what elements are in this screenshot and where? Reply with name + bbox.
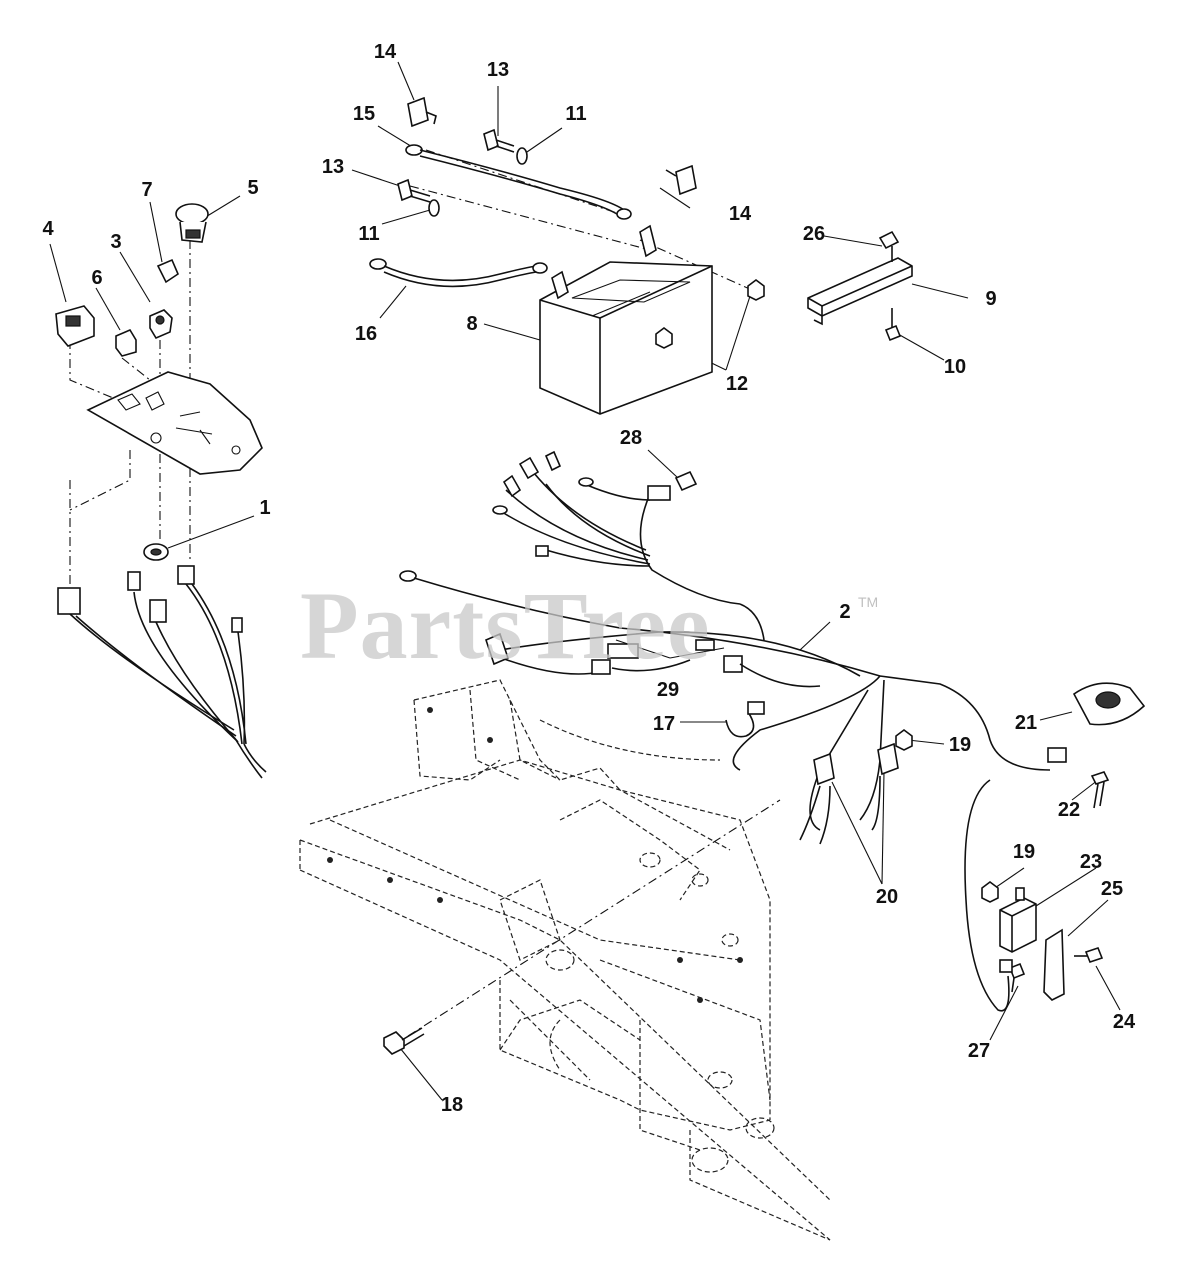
callout-8: 8 xyxy=(466,313,478,335)
callout-4: 4 xyxy=(42,218,54,240)
callout-1: 1 xyxy=(259,497,271,519)
callout-26: 26 xyxy=(802,223,826,245)
bracket-assembly xyxy=(807,230,913,342)
watermark-trademark: TM xyxy=(858,594,879,610)
callout-3: 3 xyxy=(110,231,122,253)
callout-19-a: 19 xyxy=(948,734,972,756)
callout-24: 24 xyxy=(1112,1011,1136,1033)
battery-assembly xyxy=(369,96,765,415)
callout-16: 16 xyxy=(354,323,378,345)
callout-10: 10 xyxy=(943,356,967,378)
callout-28: 28 xyxy=(619,427,643,449)
callout-13-a: 13 xyxy=(486,59,510,81)
callout-27: 27 xyxy=(967,1040,991,1062)
callout-11-a: 11 xyxy=(565,103,587,125)
callout-25: 25 xyxy=(1100,878,1124,900)
tractor-frame xyxy=(299,679,831,1241)
callout-23: 23 xyxy=(1079,851,1103,873)
callout-7: 7 xyxy=(141,179,153,201)
callout-12: 12 xyxy=(725,373,749,395)
callout-19-b: 19 xyxy=(1012,841,1036,863)
callout-14-b: 14 xyxy=(728,203,752,225)
watermark: PartsTree xyxy=(300,572,711,679)
callout-21: 21 xyxy=(1014,712,1038,734)
callout-11-b: 11 xyxy=(358,223,380,245)
callout-5: 5 xyxy=(247,177,259,199)
callout-29: 29 xyxy=(656,679,680,701)
callout-15: 15 xyxy=(352,103,376,125)
leader-lines xyxy=(49,61,1121,1101)
callout-20: 20 xyxy=(875,886,899,908)
callout-17: 17 xyxy=(652,713,676,735)
callout-6: 6 xyxy=(91,267,103,289)
dash-panel-assembly xyxy=(55,203,267,779)
callout-14-a: 14 xyxy=(373,41,397,63)
callout-13-b: 13 xyxy=(321,156,345,178)
callout-18: 18 xyxy=(440,1094,464,1116)
callout-9: 9 xyxy=(985,288,997,310)
callout-2: 2 xyxy=(839,601,851,623)
wiring-harness xyxy=(399,450,1146,1012)
callout-22: 22 xyxy=(1057,799,1081,821)
